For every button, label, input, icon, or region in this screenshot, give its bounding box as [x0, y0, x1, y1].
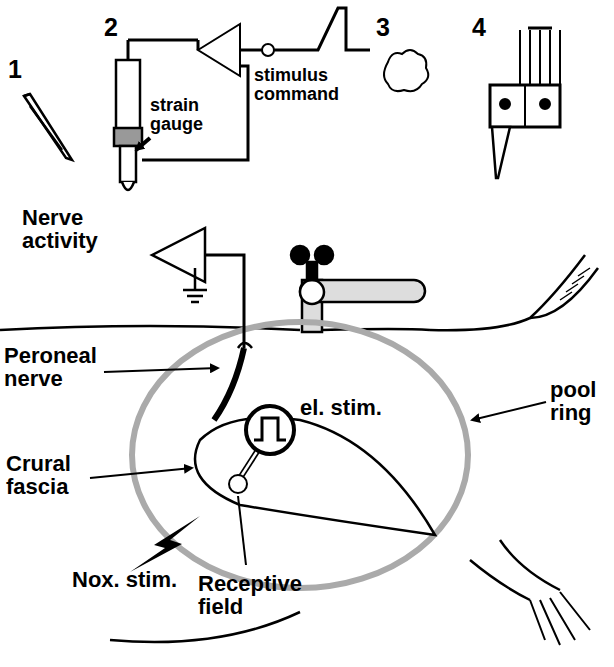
part-label: pool ring [550, 378, 610, 424]
part-label: Receptive field [198, 572, 316, 618]
part-label: Nox. stim. [72, 568, 177, 591]
forceps [24, 94, 72, 160]
signal-label: Nerve activity [22, 206, 147, 252]
crural-fascia [195, 418, 435, 536]
part-label: Peroneal nerve [4, 344, 104, 390]
noxious-bolt [130, 516, 200, 572]
mechanical-stimulator [114, 8, 370, 190]
cotton-swab [384, 50, 428, 91]
callout-number: 1 [8, 56, 22, 82]
recording-setup [152, 228, 252, 420]
leader-lines [90, 368, 546, 565]
callout-number: 3 [376, 14, 390, 40]
clamp [291, 246, 425, 332]
pool-ring [132, 322, 468, 588]
signal-label: stimulus command [254, 66, 364, 104]
part-label: Crural fascia [6, 452, 86, 498]
electrode-holder [490, 28, 560, 178]
stim-electrode [229, 406, 294, 493]
animal-body [0, 255, 598, 645]
part-label: el. stim. [300, 396, 382, 419]
part-label: strain gauge [150, 96, 220, 134]
callout-number: 4 [472, 14, 486, 40]
callout-number: 2 [104, 14, 118, 40]
